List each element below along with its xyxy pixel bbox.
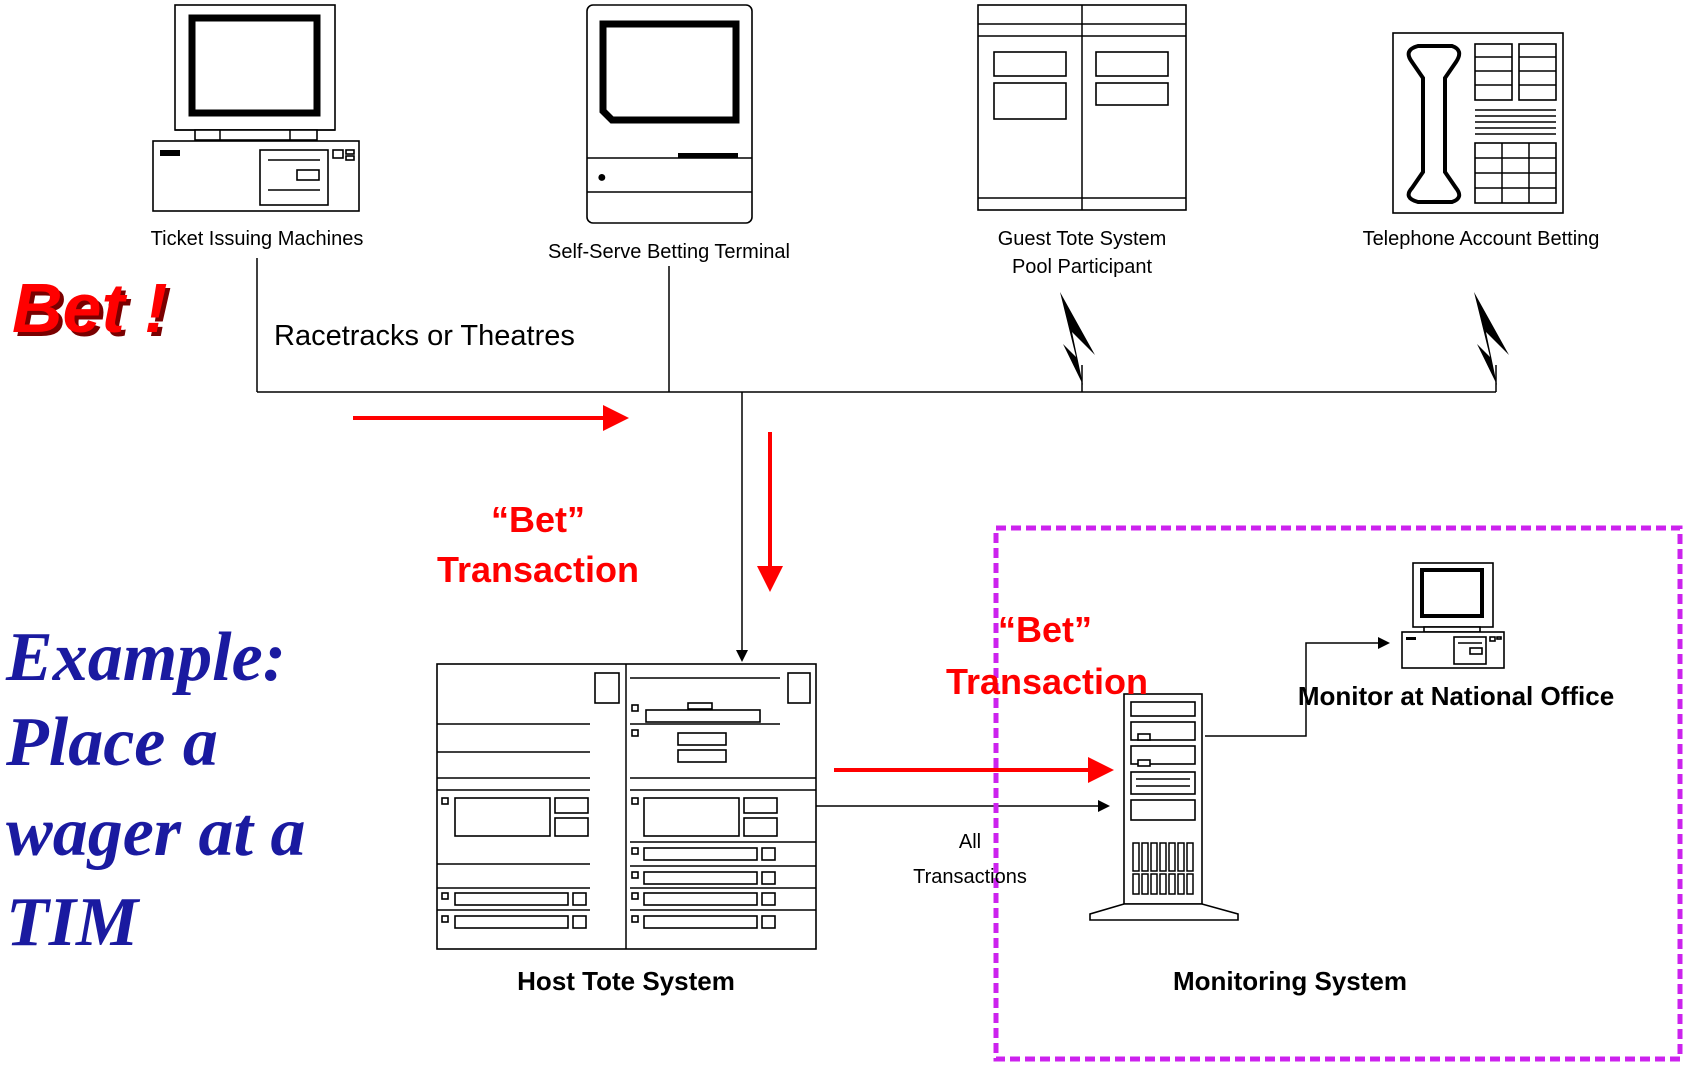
server-cabinet-icon — [977, 4, 1187, 211]
bet-transaction-label-line2: Transaction — [437, 549, 639, 590]
racetracks-label: Racetracks or Theatres — [274, 320, 575, 352]
monitoring-boundary — [993, 525, 1683, 1062]
rack-server-icon — [436, 663, 817, 950]
monitoring-label: Monitoring System — [1173, 966, 1407, 996]
bet-title: Bet ! — [12, 269, 168, 347]
tower-server-icon — [1089, 693, 1239, 921]
guest-tote-label-line1: Guest Tote System — [998, 228, 1167, 250]
bet-transaction-monitor-label-line2: Transaction — [946, 661, 1148, 702]
terminal-kiosk-icon: ● — [586, 4, 753, 224]
example-line-4: TIM — [6, 884, 141, 961]
bet-transaction-label-line1: “Bet” — [491, 499, 585, 540]
bet-transaction-monitor-label-line1: “Bet” — [998, 609, 1092, 650]
all-transactions-label-line1: All — [959, 831, 981, 853]
svg-text:●: ● — [597, 169, 607, 186]
desktop-computer-icon — [152, 4, 360, 212]
example-line-3: wager at a — [6, 794, 305, 871]
wireless-link-icon — [1474, 292, 1509, 385]
wireless-link-icon — [1060, 292, 1095, 385]
telephone-icon — [1392, 32, 1564, 214]
guest-tote-label-line2: Pool Participant — [1012, 256, 1153, 278]
tim-label: Ticket Issuing Machines — [151, 228, 364, 250]
all-transactions-label-line2: Transactions — [913, 866, 1027, 888]
network-connections — [256, 258, 1497, 812]
ssbt-label: Self-Serve Betting Terminal — [548, 241, 790, 263]
bet-title-shadow: Bet ! — [16, 273, 172, 351]
example-line-1: Example: — [5, 619, 286, 696]
telephone-label: Telephone Account Betting — [1363, 228, 1600, 250]
host-tote-label: Host Tote System — [517, 966, 735, 996]
example-line-2: Place a — [5, 704, 218, 781]
national-office-label: Monitor at National Office — [1298, 681, 1614, 711]
desktop-computer-icon — [1401, 562, 1505, 669]
monitoring-to-national-office-arrow — [1205, 637, 1390, 737]
